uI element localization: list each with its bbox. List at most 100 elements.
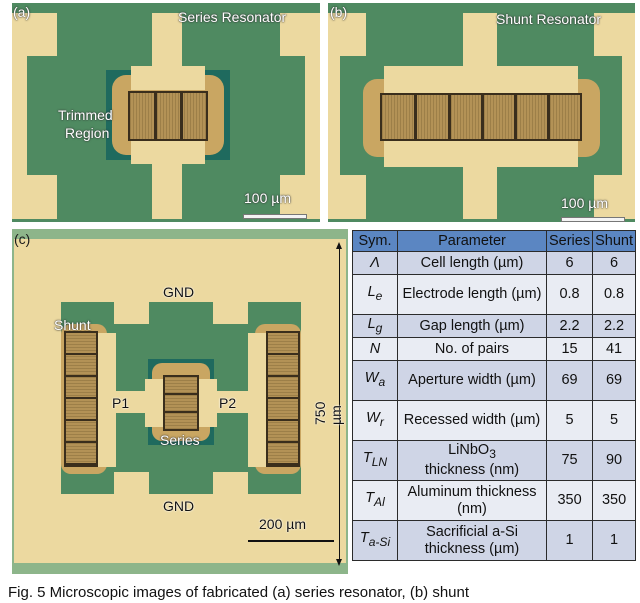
parameter-cell: No. of pairs [397, 337, 547, 361]
series-busbar-left [145, 379, 163, 427]
gnd-tab-top-left [114, 302, 149, 324]
shunt-idt-left [64, 331, 98, 467]
symbol-subscript: Al [374, 494, 385, 509]
pad-bottom-right [280, 175, 320, 219]
shunt-busbar-right [248, 333, 266, 467]
col-header-shunt: Shunt [592, 230, 636, 252]
busbar-top [384, 66, 578, 93]
scale-label: 100 µm [561, 195, 608, 211]
shunt-value-cell: 350 [592, 480, 636, 521]
electrode-divider [448, 93, 451, 141]
figure-caption: Fig. 5 Microscopic images of fabricated … [8, 584, 470, 601]
arrowhead-down-icon [336, 559, 342, 566]
parameter-line1: LiNbO [448, 441, 490, 458]
port-1-label: P1 [112, 395, 130, 411]
dimension-label: 750 µm [312, 401, 344, 425]
table-row: TAl Aluminum thickness (nm) 350 350 [352, 480, 636, 521]
dimension-arrow [339, 245, 340, 563]
scale-bar [561, 217, 625, 222]
shunt-value-cell: 1 [592, 520, 636, 561]
port-2-label: P2 [219, 395, 237, 411]
panel-b-shunt-resonator-image: (b) Shunt Resonator 100 µm [328, 3, 635, 222]
symbol-subscript: e [375, 288, 383, 303]
electrode-divider [481, 93, 484, 141]
symbol-base: L [367, 315, 376, 332]
symbol-base: T [362, 450, 372, 467]
series-value-cell: 69 [545, 360, 594, 401]
gnd-tab-bottom-left [114, 472, 149, 494]
panel-tag: (b) [330, 4, 348, 20]
shunt-value-cell: 2.2 [592, 314, 636, 338]
symbol-cell: N [352, 337, 398, 361]
symbol-base: W [366, 410, 380, 427]
table-row: Le Electrode length (µm) 0.8 0.8 [352, 274, 636, 315]
panel-title: Shunt Resonator [496, 11, 602, 27]
symbol-subscript: a [378, 374, 386, 389]
trimmed-region-label-line2: Region [65, 125, 110, 141]
table-row: Wr Recessed width (µm) 5 5 [352, 400, 636, 441]
shunt-value-cell: 5 [592, 400, 636, 441]
panel-tag: (a) [13, 4, 31, 20]
symbol-subscript: a-Si [368, 534, 391, 549]
pad-right-rail [305, 13, 320, 218]
scale-label: 100 µm [244, 190, 291, 206]
panel-a-series-resonator-image: (a) Series Resonator Trimmed Region 100 … [12, 3, 320, 222]
parameter-cell: Cell length (µm) [397, 251, 547, 275]
series-busbar-right [199, 379, 217, 427]
gnd-label-bottom: GND [163, 498, 195, 514]
parameter-cell: Recessed width (µm) [397, 400, 547, 441]
series-value-cell: 1 [545, 520, 594, 561]
symbol-cell: Λ [352, 251, 398, 275]
busbar-bottom [384, 140, 578, 167]
electrode-divider [547, 93, 550, 141]
col-header-series: Series [545, 230, 594, 252]
symbol-cell: Wr [352, 400, 398, 441]
symbol-base: T [359, 530, 369, 547]
electrode-divider [514, 93, 517, 141]
idt-electrodes [128, 91, 208, 141]
parameter-cell: Aluminum thickness (nm) [397, 480, 547, 521]
symbol-cell: Wa [352, 360, 398, 401]
busbar-top [131, 66, 205, 90]
table-row: Lg Gap length (µm) 2.2 2.2 [352, 314, 636, 338]
electrode-divider [414, 93, 417, 141]
gnd-tab-bottom-right [213, 472, 248, 494]
pad-bottom-left [12, 175, 57, 219]
shunt-label: Shunt [54, 317, 91, 333]
pad-bottom-left [328, 175, 366, 219]
table-header-row: Sym. Parameter Series Shunt [352, 230, 636, 252]
pad-right-rail [622, 13, 635, 218]
symbol-cell: Lg [352, 314, 398, 338]
series-value-cell: 15 [545, 337, 594, 361]
trimmed-region-label-line1: Trimmed [58, 107, 113, 123]
parameter-subscript: 3 [489, 446, 496, 461]
parameter-cell: Gap length (µm) [397, 314, 547, 338]
col-header-sym: Sym. [352, 230, 398, 252]
symbol-base: T [365, 490, 375, 507]
table-row: Λ Cell length (µm) 6 6 [352, 251, 636, 275]
series-value-cell: 350 [545, 480, 594, 521]
signal-feed-bottom [152, 153, 182, 219]
series-value-cell: 75 [545, 440, 594, 481]
parameter-line2: thickness (nm) [424, 462, 520, 479]
shunt-value-cell: 90 [592, 440, 636, 481]
symbol-base: L [367, 284, 376, 301]
scale-bar [243, 214, 307, 219]
series-value-cell: 0.8 [545, 274, 594, 315]
table-row: N No. of pairs 15 41 [352, 337, 636, 361]
symbol-base: W [364, 370, 379, 387]
electrode-divider [154, 91, 157, 141]
parameter-cell: Aperture width (µm) [397, 360, 547, 401]
gnd-tab-top-right [213, 302, 248, 324]
electrode-divider [180, 91, 183, 141]
signal-feed-top [463, 13, 497, 73]
panel-c-filter-image: (c) GND GND Shunt Series P1 P2 200 µm 75… [12, 229, 348, 574]
shunt-value-cell: 41 [592, 337, 636, 361]
symbol-subscript: r [379, 414, 384, 429]
col-header-parameter: Parameter [397, 230, 547, 252]
parameter-cell: Electrode length (µm) [397, 274, 547, 315]
symbol-cell: Ta-Si [352, 520, 398, 561]
panel-title: Series Resonator [178, 9, 287, 25]
table-row: Wa Aperture width (µm) 69 69 [352, 360, 636, 401]
